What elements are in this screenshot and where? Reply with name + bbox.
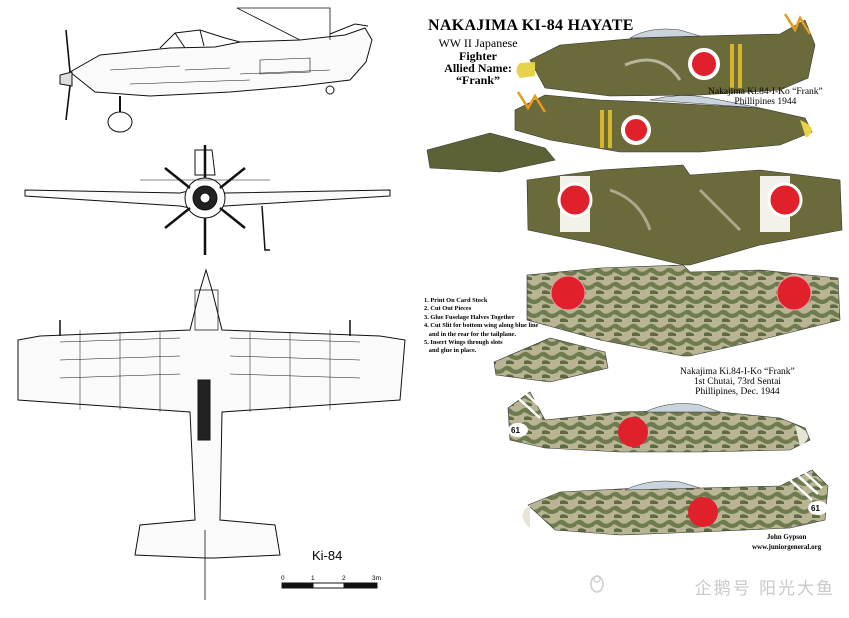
profile-1-mirror	[514, 91, 813, 153]
side-view-drawing	[59, 7, 373, 133]
scale-bar	[281, 582, 378, 589]
wing-1	[526, 164, 843, 266]
sheet-title: NAKAJIMA KI-84 HAYATE	[428, 17, 634, 34]
tail-number-1: 61	[511, 426, 520, 435]
tail-number-2: 61	[811, 504, 820, 513]
profile-1-caption-line-1: Nakajima Ki.84-I-Ko “Frank”	[708, 87, 823, 97]
instruction-3: 3. Glue Fuselage Halves Together	[424, 313, 515, 321]
profile-2-caption-line-2: 1st Chutai, 73rd Sentai	[693, 377, 781, 387]
subtitle-line-2: Fighter	[459, 49, 497, 63]
profile-1-caption: Nakajima Ki.84-I-Ko “Frank” Phillipines …	[708, 87, 823, 107]
profile-2-mirror	[522, 469, 829, 536]
scale-tick-2: 2	[342, 575, 346, 582]
assembly-instructions: 1. Print On Card Stock 2. Cut Out Pieces…	[424, 297, 538, 356]
top-view-drawing	[17, 268, 406, 600]
penguin-watermark-icon	[590, 575, 604, 593]
instruction-2: 2. Cut Out Pieces	[424, 305, 472, 313]
profile-1	[516, 13, 816, 97]
profile-2	[507, 387, 811, 453]
drawing-label: Ki-84	[312, 548, 343, 563]
watermark-text: 企鹅号 阳光大鱼	[694, 579, 835, 599]
color-cutouts: 61 61	[426, 13, 843, 536]
credit-author: John Gypson	[766, 533, 807, 541]
instruction-5-cont: and glue in place.	[424, 347, 477, 355]
scale-tick-1: 1	[311, 575, 315, 582]
subtitle-line-4: “Frank”	[455, 73, 500, 87]
subtitle-line-1: WW II Japanese	[438, 36, 518, 50]
tailplane-1	[426, 132, 556, 173]
instruction-4: 4. Cut Slit for bottom wing along blue l…	[424, 322, 539, 330]
scale-tick-3: 3m	[372, 575, 381, 582]
profile-1-caption-line-2: Phillipines 1944	[734, 97, 797, 107]
front-view-drawing	[24, 145, 391, 255]
instruction-4-cont: and in the rear for the tailplane.	[424, 330, 516, 338]
profile-2-caption-line-3: Phillipines, Dec. 1944	[695, 387, 780, 397]
wing-2	[526, 264, 841, 357]
profile-2-caption-line-1: Nakajima Ki.84-I-Ko “Frank”	[680, 367, 795, 377]
line-drawings: 0 1 2 3m	[17, 7, 406, 600]
scale-tick-0: 0	[281, 575, 285, 582]
tailplane-2	[493, 337, 609, 383]
credit: John Gypson www.juniorgeneral.org	[752, 532, 821, 552]
subtitle-line-3: Allied Name:	[444, 61, 512, 75]
credit-website[interactable]: www.juniorgeneral.org	[752, 543, 822, 551]
profile-2-caption: Nakajima Ki.84-I-Ko “Frank” 1st Chutai, …	[680, 367, 795, 397]
instruction-1: 1. Print On Card Stock	[424, 297, 488, 304]
instruction-5: 5. Insert Wings through slots	[424, 339, 503, 347]
